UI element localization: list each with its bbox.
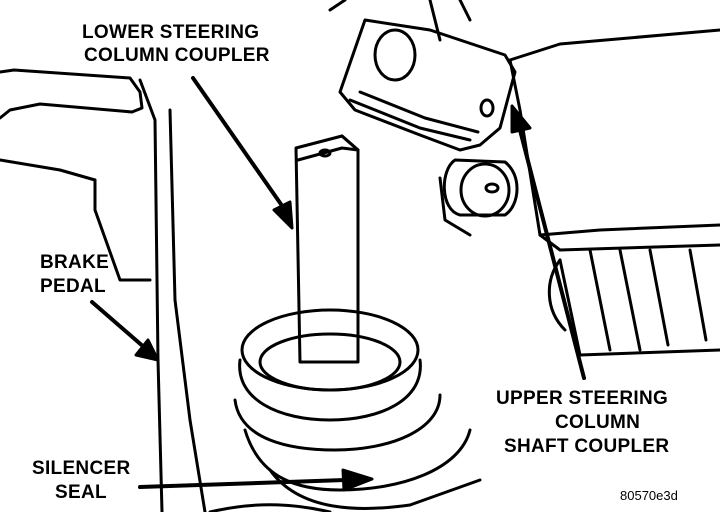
arrow-silencer-seal [138,478,347,489]
upper-column-housing [508,28,720,237]
arrowhead-brake-pedal [134,338,160,362]
u-joint-knuckle [442,158,519,217]
seal-ring-mid [258,332,402,392]
dash-panel-lower-line [0,158,97,182]
u-joint-pin [484,182,500,194]
upper-yoke-flange [348,90,480,142]
label-lower-coupler-line2: COLUMN COUPLER [84,45,270,66]
dash-panel-contour [0,68,144,120]
lower-shaft-hole [318,148,332,158]
arrow-upper-coupler [518,128,586,380]
upper-yoke-bore [373,28,417,82]
housing-vents [588,248,708,352]
arrow-brake-pedal [90,300,147,350]
arrowhead-silencer-seal [341,468,374,492]
u-joint-cap [459,162,511,218]
label-brake-pedal-line1: BRAKE [40,252,110,273]
brake-pedal-edge [168,108,207,512]
arrowhead-lower-coupler [272,200,294,230]
seal-boot-3 [243,428,472,492]
label-upper-coupler-line2: COLUMN [555,412,641,433]
label-brake-pedal-line2: PEDAL [40,276,106,297]
upper-yoke-strut [428,0,472,42]
label-upper-coupler-line1: UPPER STEERING [496,388,669,409]
floor-contour [208,503,332,512]
label-upper-coupler-line3: SHAFT COUPLER [504,436,670,457]
callout-arrows [90,76,586,492]
upper-yoke-body [328,0,517,152]
seal-boot-1 [238,358,422,422]
brake-pedal-bracket [93,178,152,282]
arrow-lower-coupler [191,76,287,212]
label-silencer-seal-line1: SILENCER [32,458,131,479]
label-lower-coupler-line1: LOWER STEERING [82,22,260,43]
arrowhead-upper-coupler [510,104,532,134]
brake-pedal-arm [138,78,164,512]
housing-bottom-edge [538,233,720,252]
figure-code: 80570e3d [620,488,678,503]
upper-yoke-bolt-hole [479,98,495,118]
lower-shaft-front [294,134,360,364]
lower-shaft-side [296,134,360,162]
seal-boot-2 [233,393,442,452]
label-silencer-seal-line2: SEAL [55,482,107,503]
u-joint-shank [438,176,472,237]
housing-lower-rib [558,258,720,357]
